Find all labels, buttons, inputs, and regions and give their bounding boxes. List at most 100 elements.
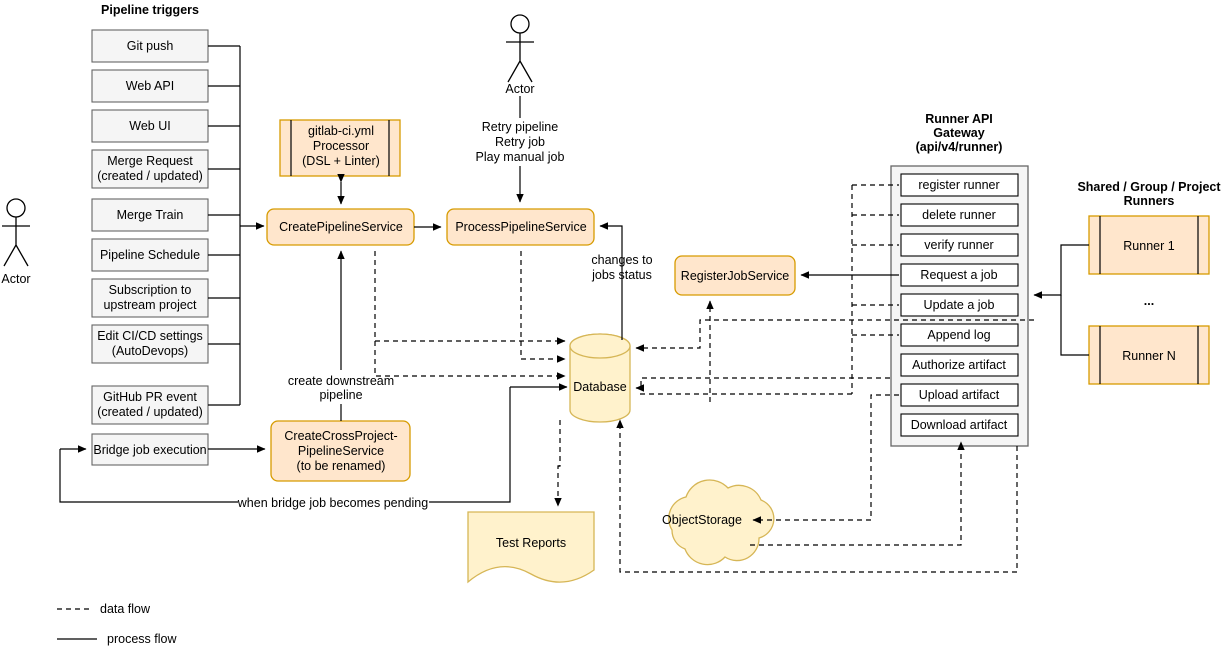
legend-data-flow-label: data flow — [100, 602, 151, 616]
create-pipeline-to-db-dataflow — [374, 251, 566, 345]
trigger-item-edit-cicd-settings[interactable]: Edit CI/CD settings (AutoDevops) — [91, 324, 209, 364]
trigger-label-line2: (created / updated) — [97, 405, 203, 419]
trigger-item-pipeline-schedule[interactable]: Pipeline Schedule — [91, 238, 209, 272]
trigger-label: Pipeline Schedule — [100, 248, 200, 262]
trigger-label-line1: Edit CI/CD settings — [97, 329, 203, 343]
gateway-title-line3: (api/v4/runner) — [916, 140, 1003, 154]
endpoint-label: Append log — [927, 328, 990, 342]
gateway-title-line1: Runner API — [925, 112, 993, 126]
endpoint-label: delete runner — [922, 208, 996, 222]
trigger-label-line1: GitHub PR event — [103, 390, 197, 404]
runners-to-gateway-edges — [1033, 244, 1089, 356]
create-pipeline-service[interactable]: CreatePipelineService — [266, 208, 415, 246]
retry-label-line2: Retry job — [495, 135, 545, 149]
trigger-item-git-push[interactable]: Git push — [91, 29, 209, 63]
runner-item-1[interactable]: Runner 1 — [1088, 215, 1210, 275]
processor-line2: Processor — [313, 139, 369, 153]
legend: data flow process flow — [57, 602, 177, 646]
trigger-label-line1: Merge Request — [107, 154, 193, 168]
runner-api-gateway: Runner API Gateway (api/v4/runner) regis… — [890, 112, 1029, 447]
endpoint-label: verify runner — [924, 238, 993, 252]
pipeline-triggers-heading: Pipeline triggers — [101, 3, 199, 17]
create-downstream-pipeline-edge: create downstream pipeline — [288, 250, 394, 421]
runner-label: Runner N — [1122, 349, 1176, 363]
process-pipeline-service[interactable]: ProcessPipelineService — [446, 208, 595, 246]
trigger-item-web-api[interactable]: Web API — [91, 69, 209, 103]
endpoint-label: Download artifact — [911, 418, 1008, 432]
trigger-bus-connectors — [208, 45, 265, 406]
gateway-endpoint-delete-runner[interactable]: delete runner — [900, 203, 1019, 227]
gateway-to-db-dataflow — [616, 419, 1018, 573]
gateway-db-side-dataflow — [635, 377, 890, 392]
object-storage-store[interactable]: ObjectStorage — [662, 479, 775, 566]
downstream-label-line1: create downstream — [288, 374, 394, 388]
test-reports-label: Test Reports — [496, 536, 566, 550]
trigger-item-web-ui[interactable]: Web UI — [91, 109, 209, 143]
db-to-test-reports-dataflow — [554, 420, 562, 507]
changes-to-jobs-status-edge: changes to jobs status — [591, 222, 653, 340]
test-reports-store[interactable]: Test Reports — [467, 511, 595, 584]
trigger-item-github-pr-event[interactable]: GitHub PR event (created / updated) — [91, 385, 209, 425]
object-storage-label: ObjectStorage — [662, 513, 742, 527]
gateway-endpoint-register-runner[interactable]: register runner — [900, 173, 1019, 197]
trigger-label-line1: Subscription to — [109, 283, 192, 297]
gateway-endpoint-authorize-artifact[interactable]: Authorize artifact — [900, 353, 1019, 377]
trigger-list: Git push Web API Web UI Merge Request (c… — [91, 29, 209, 466]
legend-process-flow-label: process flow — [107, 632, 177, 646]
process-pipeline-to-db-dataflow — [520, 251, 566, 363]
runner-label: Runner 1 — [1123, 239, 1174, 253]
endpoint-label: register runner — [918, 178, 999, 192]
db-right-dataflow — [635, 319, 1034, 352]
runners-title-line2: Runners — [1124, 194, 1175, 208]
downstream-label-line2: pipeline — [319, 388, 362, 402]
trigger-item-bridge-job-execution[interactable]: Bridge job execution — [91, 433, 209, 466]
trigger-label: Web API — [126, 79, 174, 93]
runner-item-n[interactable]: Runner N — [1088, 325, 1210, 385]
runners-title-line1: Shared / Group / Project — [1077, 180, 1221, 194]
processor-line3: (DSL + Linter) — [302, 154, 380, 168]
trigger-item-merge-request[interactable]: Merge Request (created / updated) — [91, 149, 209, 189]
trigger-label: Merge Train — [117, 208, 184, 222]
trigger-label: Web UI — [129, 119, 170, 133]
actor-left-label: Actor — [1, 272, 30, 286]
gateway-left-dataflow-bus — [637, 184, 899, 395]
gateway-endpoint-append-log[interactable]: Append log — [900, 323, 1019, 347]
database-store[interactable]: Database — [569, 333, 631, 423]
gateway-endpoint-request-a-job[interactable]: Request a job — [900, 263, 1019, 287]
create-cross-project-pipeline-service[interactable]: CreateCrossProject- PipelineService (to … — [270, 420, 411, 482]
trigger-label-line2: (created / updated) — [97, 169, 203, 183]
gitlab-ci-yml-processor[interactable]: gitlab-ci.yml Processor (DSL + Linter) — [279, 119, 401, 177]
cross-project-to-db-dataflow — [374, 341, 566, 380]
actor-top: Actor — [505, 14, 535, 96]
process-pipeline-service-label: ProcessPipelineService — [455, 220, 586, 234]
trigger-label: Bridge job execution — [93, 443, 206, 457]
endpoint-label: Update a job — [924, 298, 995, 312]
gateway-title-line2: Gateway — [933, 126, 984, 140]
register-job-service[interactable]: RegisterJobService — [674, 255, 796, 296]
retry-label-line3: Play manual job — [476, 150, 565, 164]
upload-artifact-to-object-storage-dataflow — [752, 394, 899, 524]
runners-panel: Shared / Group / Project Runners Runner … — [1077, 180, 1221, 385]
cross-project-line1: CreateCrossProject- — [284, 429, 397, 443]
gateway-endpoint-upload-artifact[interactable]: Upload artifact — [900, 383, 1019, 407]
gateway-endpoint-verify-runner[interactable]: verify runner — [900, 233, 1019, 257]
cross-project-line2: PipelineService — [298, 444, 384, 458]
retry-edge: Retry pipeline Retry job Play manual job — [476, 96, 565, 203]
gateway-endpoint-download-artifact[interactable]: Download artifact — [900, 413, 1019, 437]
bridge-pending-label: when bridge job becomes pending — [237, 496, 428, 510]
trigger-item-merge-train[interactable]: Merge Train — [91, 198, 209, 232]
actor-top-label: Actor — [505, 82, 534, 96]
processor-line1: gitlab-ci.yml — [308, 124, 374, 138]
endpoint-label: Authorize artifact — [912, 358, 1006, 372]
database-label: Database — [573, 380, 627, 394]
gateway-endpoint-update-a-job[interactable]: Update a job — [900, 293, 1019, 317]
endpoint-label: Request a job — [920, 268, 997, 282]
trigger-item-subscription[interactable]: Subscription to upstream project — [91, 278, 209, 318]
cross-project-line3: (to be renamed) — [297, 459, 386, 473]
object-storage-to-download-artifact-dataflow — [750, 441, 965, 546]
endpoint-label: Upload artifact — [919, 388, 1000, 402]
trigger-label: Git push — [127, 39, 174, 53]
trigger-label-line2: (AutoDevops) — [112, 344, 188, 358]
retry-label-line1: Retry pipeline — [482, 120, 558, 134]
